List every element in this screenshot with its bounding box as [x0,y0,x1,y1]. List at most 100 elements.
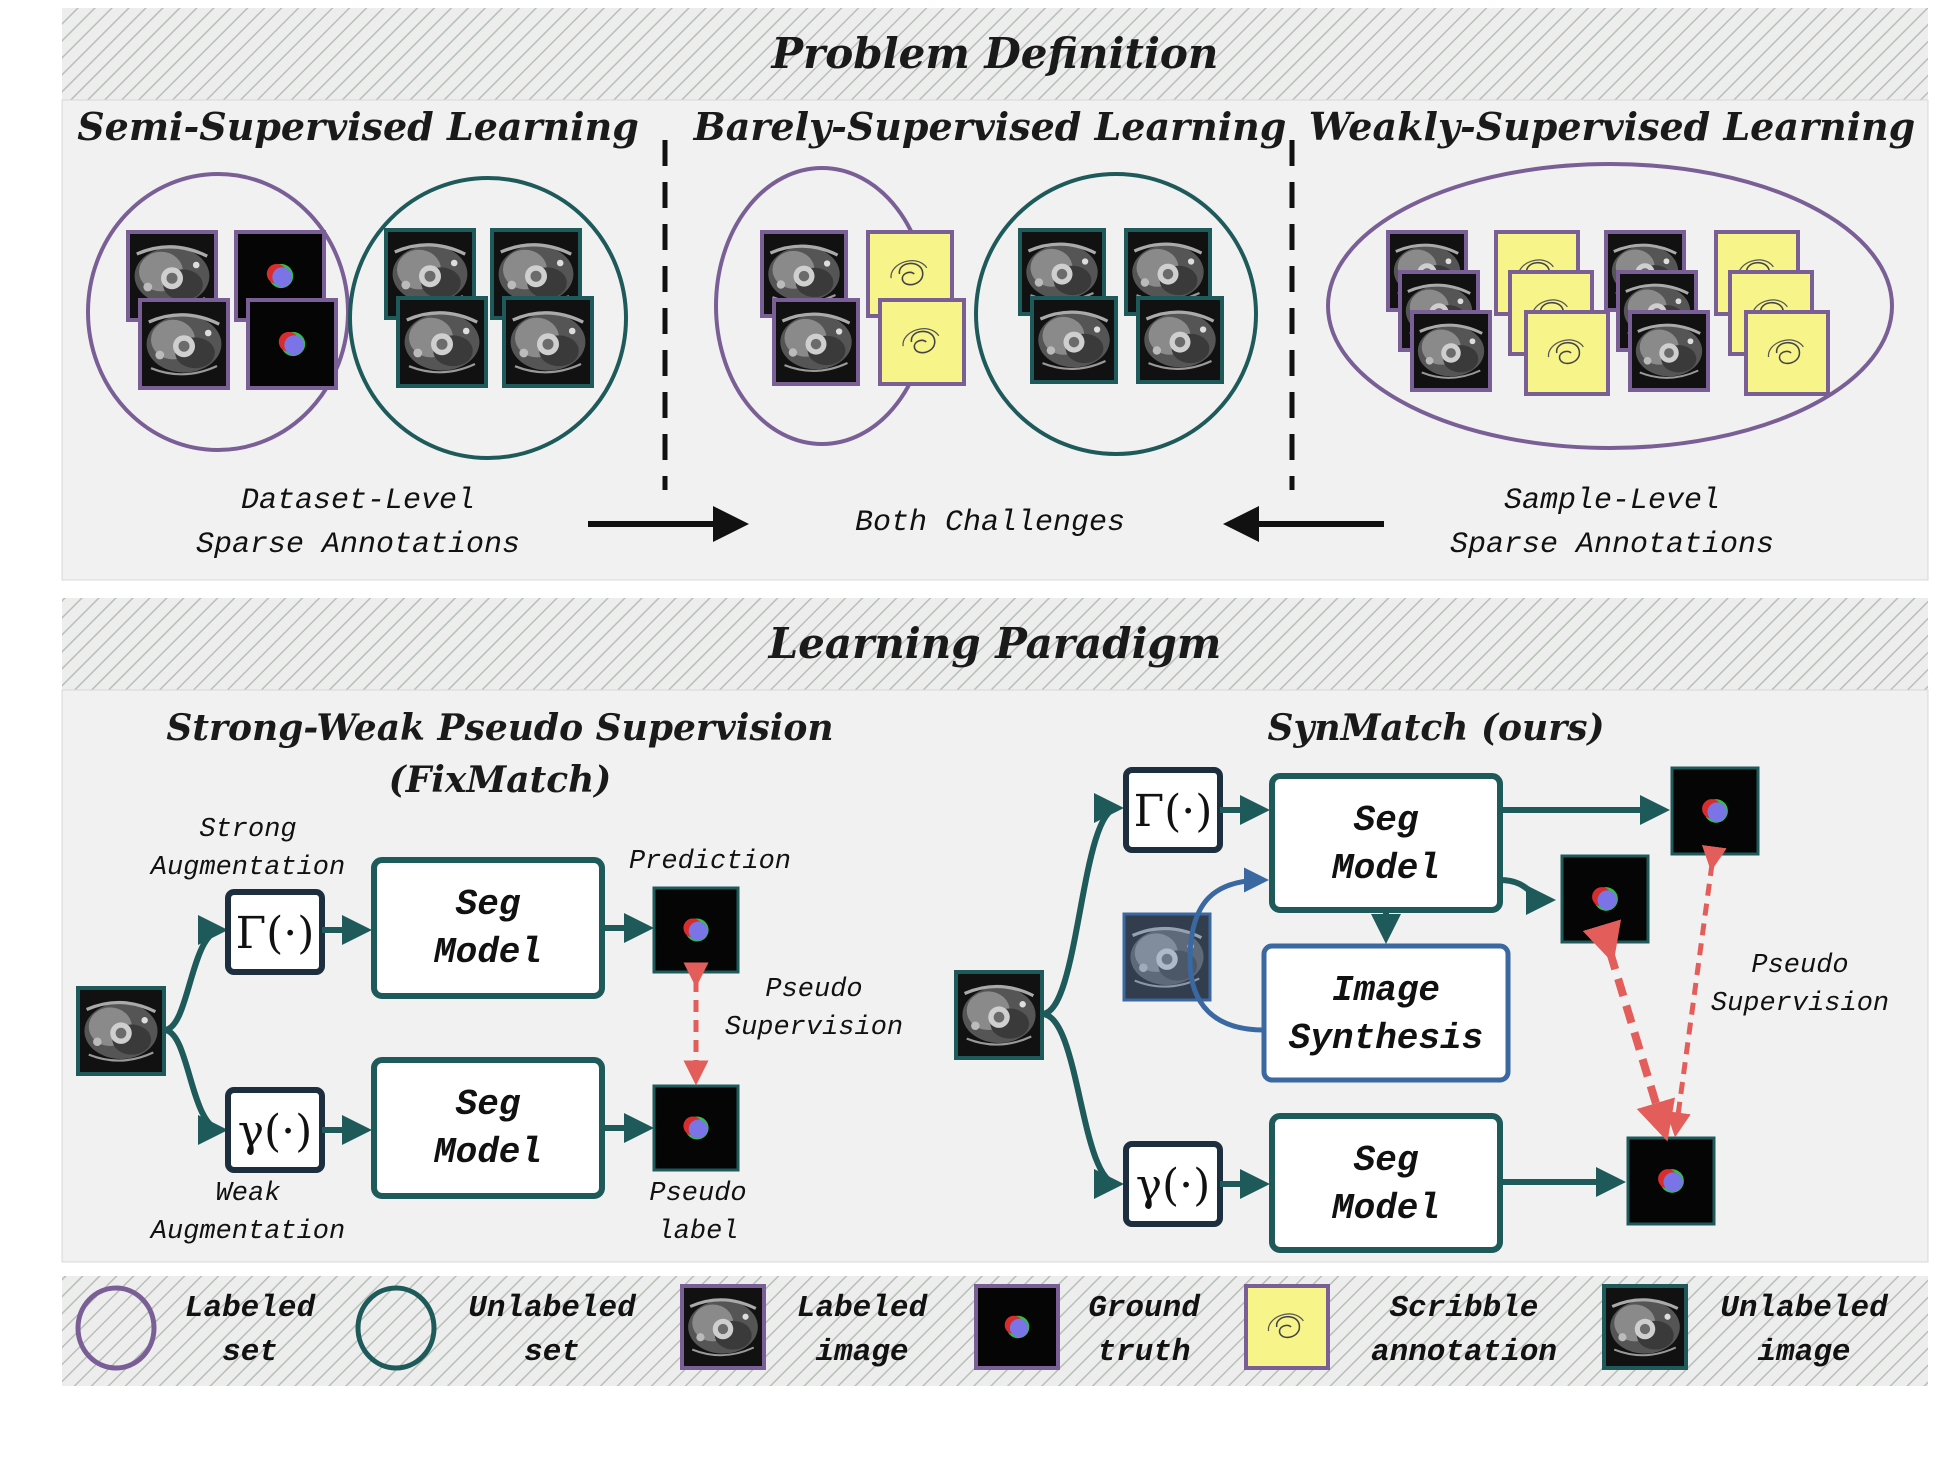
weakly-labeled-set [1326,162,1894,450]
fixmatch-prediction [654,888,738,972]
legend-labeled-image-line1: Labeled [797,1291,929,1326]
pseudo-label-line1: Pseudo [649,1179,746,1209]
learning-paradigm-panel: Learning Paradigm Strong-Weak Pseudo Sup… [61,598,1929,1263]
ground-truth-mask [248,300,336,388]
weak-augmentation-op: γ(·) [238,1106,313,1157]
sample-level-label-line2: Sparse Annotations [1450,528,1774,562]
legend-unlabeled-set-line1: Unlabeled [468,1291,637,1326]
weak-augmentation-line1: Weak [216,1179,281,1209]
legend-unlabeled-image-line1: Unlabeled [1720,1291,1889,1326]
unlabeled-set-circle [974,172,1258,456]
synmatch-weak-op: γ(·) [1136,1160,1211,1211]
sample-level-label-line1: Sample-Level [1504,484,1720,518]
labeled-set-circle [86,172,350,452]
synmatch-seg-model-bottom [1269,1113,1503,1253]
legend-unlabeled-image-line2: image [1757,1335,1850,1370]
seg-model-label-line1: Seg [456,884,521,925]
image-synthesis-line1: Image [1332,970,1440,1011]
strong-augmentation-line1: Strong [199,815,296,845]
labeled-image [1412,312,1490,390]
dataset-level-label-line1: Dataset-Level [241,484,475,518]
seg-model-label-line2: Model [1331,848,1440,889]
synmatch-pseudo-supervision-arrow-strong [1665,844,1727,1138]
synthesis-feedback-arrow [1187,867,1269,1033]
scribble-annotation [880,300,964,384]
fixmatch-branch-weak [163,1027,228,1145]
semi-supervised-title: Semi-Supervised Learning [77,104,639,149]
strong-augmentation-line2: Augmentation [149,853,345,883]
seg-model-label-line2: Model [1331,1188,1440,1229]
legend-ground-truth-line2: truth [1097,1335,1190,1370]
legend-scribble-icon [1246,1286,1328,1368]
fixmatch-pseudo-supervision-line1: Pseudo [765,975,862,1005]
synmatch-seg-model-top [1269,773,1503,913]
arrow-seg-to-prediction-synth [1499,877,1556,915]
unlabeled-set-circle [348,176,628,460]
problem-definition-panel: Problem Definition Semi-Supervised Learn… [61,8,1929,581]
synmatch-branch-weak [1041,1011,1124,1199]
labeled-image [1630,312,1708,390]
scribble-annotation [1526,312,1608,394]
seg-model-label-line1: Seg [1354,800,1419,841]
paradigm-header-title: Learning Paradigm [768,619,1222,668]
pseudo-label-line2: label [657,1217,738,1247]
synmatch-branch-strong [1041,793,1124,1017]
strong-augmentation-op: Γ(·) [236,908,315,959]
legend-unlabeled-set-line2: set [524,1335,580,1370]
semi-unlabeled-set [348,176,628,460]
weak-augmentation-line2: Augmentation [149,1217,345,1247]
legend: Labeled set Unlabeled set Labeled image … [62,1276,1928,1386]
problem-header-title: Problem Definition [771,29,1219,78]
fixmatch-seg-model-strong [371,857,605,999]
prediction-label: Prediction [629,847,791,877]
unlabeled-image [504,298,592,386]
unlabeled-image [398,298,486,386]
labeled-image [774,300,858,384]
weakly-supervised-title: Weakly-Supervised Learning [1309,104,1916,149]
synmatch-title: SynMatch (ours) [1267,707,1604,749]
legend-labeled-set-line2: set [222,1335,278,1370]
synmatch-input-image [956,972,1042,1058]
synmatch-prediction-strong [1672,768,1758,854]
unlabeled-image [1138,298,1222,382]
legend-unlabeled-image-icon [1604,1286,1686,1368]
image-synthesis-line2: Synthesis [1289,1018,1483,1059]
synmatch-pseudo-label [1628,1138,1714,1224]
legend-labeled-image-line2: image [815,1335,908,1370]
seg-model-label-line2: Model [433,932,542,973]
fixmatch-pseudo-supervision-line2: Supervision [725,1013,903,1043]
synmatch-pseudo-supervision-line1: Pseudo [1751,951,1848,981]
synmatch-strong-op: Γ(·) [1134,786,1213,837]
fixmatch-pseudo-label [654,1086,738,1170]
image-synthesis-box [1261,943,1511,1083]
scribble-annotation [1746,312,1828,394]
fixmatch-seg-model-weak [371,1057,605,1199]
fixmatch-title-line1: Strong-Weak Pseudo Supervision [166,707,833,749]
fixmatch-branch-strong [163,915,228,1033]
labeled-image [140,300,228,388]
synmatch-pseudo-supervision-line2: Supervision [1711,989,1889,1019]
barely-supervised-title: Barely-Supervised Learning [693,104,1287,149]
semi-labeled-set [86,172,350,452]
legend-ground-truth-line1: Ground [1088,1291,1201,1326]
legend-labeled-set-icon [75,1285,157,1371]
legend-labeled-image-icon [682,1286,764,1368]
synmatch-prediction-synthesized [1562,856,1648,942]
legend-ground-truth-icon [976,1286,1058,1368]
barely-labeled-set [714,166,966,446]
legend-labeled-set-line1: Labeled [185,1291,317,1326]
problem-header-band [62,8,1928,100]
dataset-level-label-line2: Sparse Annotations [196,528,520,562]
unlabeled-image [1032,298,1116,382]
synmatch-pseudo-supervision-arrow-synth [1582,919,1676,1142]
both-challenges-label: Both Challenges [855,506,1125,540]
seg-model-label-line1: Seg [456,1084,521,1125]
seg-model-label-line1: Seg [1354,1140,1419,1181]
fixmatch-input-image [78,988,164,1074]
barely-unlabeled-set [974,172,1258,456]
legend-scribble-line2: annotation [1371,1335,1557,1370]
legend-unlabeled-set-icon [355,1285,437,1371]
seg-model-label-line2: Model [433,1132,542,1173]
fixmatch-title-line2: (FixMatch) [389,759,612,801]
